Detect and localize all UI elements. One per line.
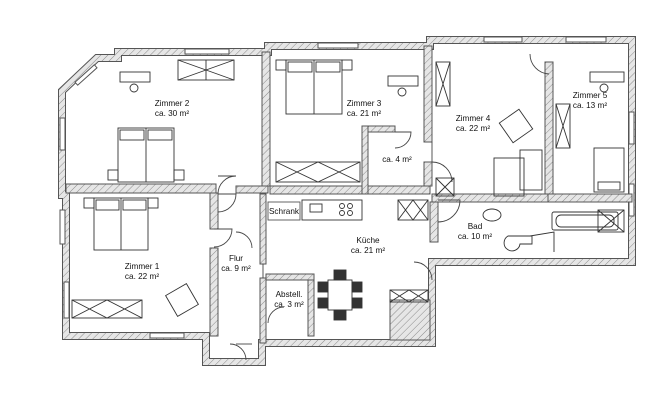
chimney-block <box>389 299 431 341</box>
shower-tray <box>597 209 625 233</box>
room-name-flur: Flur <box>229 254 243 263</box>
desk <box>387 75 419 87</box>
room-area-flur: ca. 9 m² <box>221 264 251 273</box>
schrank-label: Schrank <box>269 207 300 216</box>
desk <box>589 71 625 83</box>
room-area-kueche: ca. 21 m² <box>351 246 385 255</box>
exterior-walls <box>58 36 636 366</box>
windows <box>59 36 635 339</box>
room-name-zimmer4: Zimmer 4 <box>456 114 491 123</box>
room-area-zimmer1: ca. 22 m² <box>125 272 159 281</box>
room-labels: Zimmer 2 ca. 30 m² Zimmer 3 ca. 21 m² Zi… <box>125 91 608 309</box>
dresser <box>71 299 143 319</box>
furniture <box>71 59 625 321</box>
single-bed <box>593 147 625 193</box>
room-area-zimmer4: ca. 22 m² <box>456 124 490 133</box>
room-name-bad: Bad <box>468 222 483 231</box>
interior-walls <box>65 45 633 344</box>
dresser <box>275 161 361 183</box>
armchair <box>498 108 534 144</box>
room-name-kueche: Küche <box>356 236 380 245</box>
kitchen-counter <box>301 199 363 221</box>
room-area-zimmer3: ca. 21 m² <box>347 109 381 118</box>
sofa <box>519 149 543 191</box>
dining-table <box>327 279 353 311</box>
room-area-zimmer2: ca. 30 m² <box>155 109 189 118</box>
wardrobe <box>555 103 571 149</box>
wardrobe <box>435 61 451 107</box>
room-area-abstell: ca. 3 m² <box>274 300 304 309</box>
desk <box>119 71 151 83</box>
doors <box>213 53 550 361</box>
room-name-abstell: Abstell. <box>276 290 303 299</box>
bathtub <box>551 211 619 231</box>
room-area-kammer: ca. 4 m² <box>382 155 412 164</box>
schrank-box <box>267 201 301 221</box>
room-area-bad: ca. 10 m² <box>458 232 492 241</box>
armchair <box>164 282 200 318</box>
washbasin <box>482 208 502 222</box>
room-name-zimmer3: Zimmer 3 <box>347 99 382 108</box>
room-name-zimmer1: Zimmer 1 <box>125 262 160 271</box>
room-name-zimmer5: Zimmer 5 <box>573 91 608 100</box>
room-area-zimmer5: ca. 13 m² <box>573 101 607 110</box>
toilet <box>503 235 533 252</box>
room-name-zimmer2: Zimmer 2 <box>155 99 190 108</box>
